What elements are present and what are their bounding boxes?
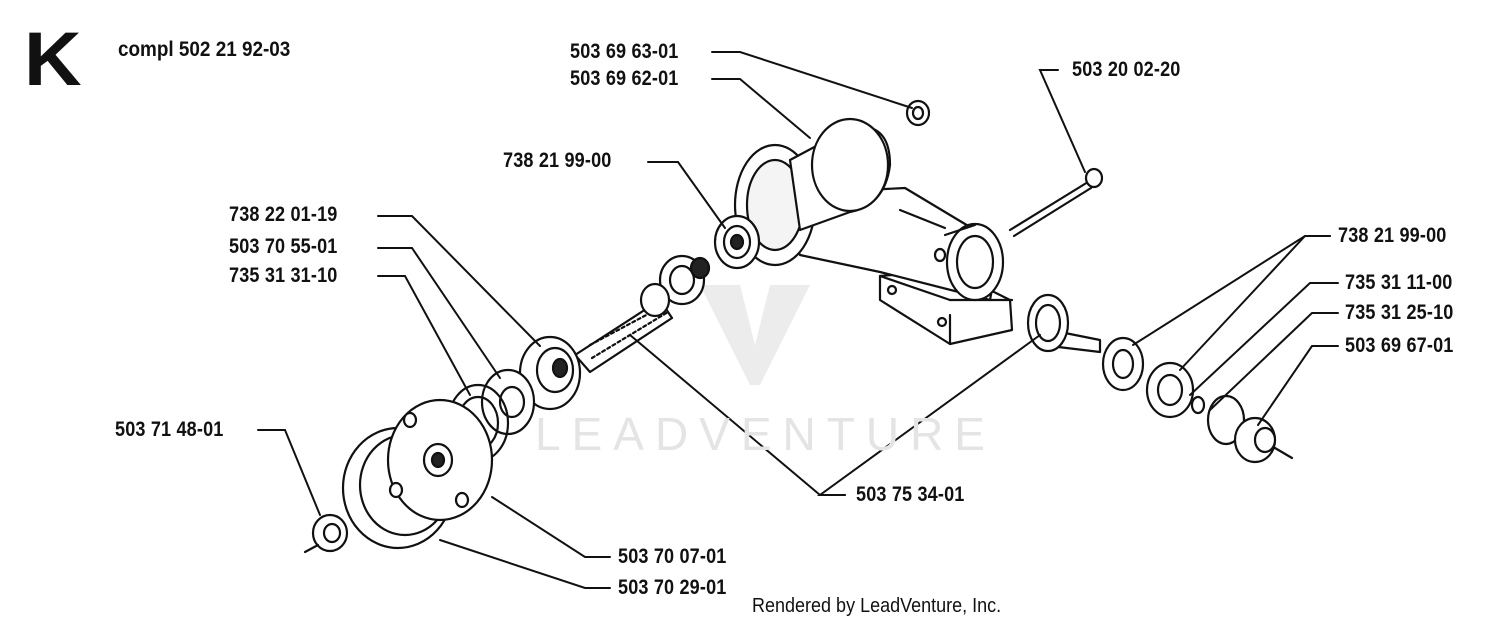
nut-part [303,513,349,554]
bearing-second-right-part [1145,361,1195,419]
part-label-bearing-upper: 738 21 99-00 [503,149,612,172]
bearing-upper-part [713,214,761,270]
part-label-gear-shaft: 503 75 34-01 [856,483,965,506]
grease-nipple-part [905,99,931,127]
cap-nut-part [1233,416,1294,464]
credit-text: Rendered by LeadVenture, Inc. [752,595,1002,617]
bearing-right-part [1101,336,1145,392]
part-label-bolt: 503 20 02-20 [1072,58,1181,81]
part-label-support-cup: 503 70 29-01 [618,576,727,599]
bearing-lower-part [518,335,582,411]
part-label-spacer: 503 70 55-01 [229,235,338,258]
leadventure-v-logo [700,285,810,385]
watermark-text: LEADVENTURE [535,408,996,460]
gear-housing-part [733,117,1014,346]
bolt-part [1008,167,1104,238]
part-label-retaining-ring: 735 31 25-10 [1345,301,1454,324]
part-label-gear-housing: 503 69 62-01 [570,67,679,90]
part-label-thrust-flange: 503 70 07-01 [618,545,727,568]
part-label-bearing-right: 738 21 99-00 [1338,224,1447,247]
gear-shaft-part [573,254,711,374]
thrust-flange-part [386,398,494,522]
part-label-washer: 735 31 31-10 [229,264,338,287]
part-label-nut: 503 71 48-01 [115,418,224,441]
bevel-gear-part [1026,293,1102,354]
part-label-grease-nipple: 503 69 63-01 [570,40,679,63]
leader-lines [257,51,1339,589]
part-label-bearing-second-right: 735 31 11-00 [1345,271,1453,294]
section-letter: K [24,17,82,102]
assembly-label: compl 502 21 92-03 [118,38,291,61]
part-label-cap-nut: 503 69 67-01 [1345,334,1454,357]
part-label-bearing-lower: 738 22 01-19 [229,203,338,226]
